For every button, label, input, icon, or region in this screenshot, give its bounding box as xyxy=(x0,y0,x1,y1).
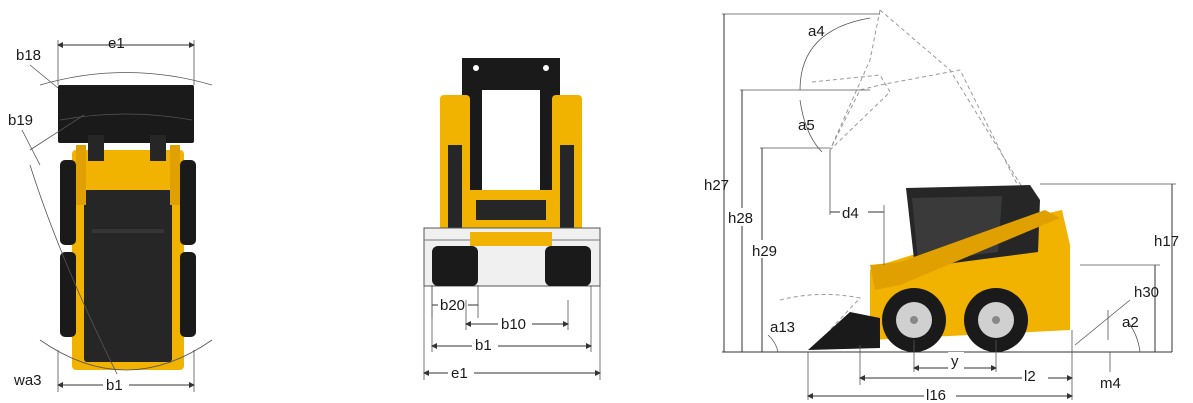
label-side-a2: a2 xyxy=(1122,314,1139,331)
label-side-d4: d4 xyxy=(842,205,859,222)
side-view-bucket xyxy=(808,312,880,350)
label-side-h28: h28 xyxy=(728,210,753,227)
label-side-h30: h30 xyxy=(1134,284,1159,301)
label-side-h17: h17 xyxy=(1154,233,1179,250)
label-front-b1: b1 xyxy=(475,337,492,354)
front-view-rops xyxy=(462,58,560,200)
label-top-wa3: wa3 xyxy=(13,372,42,389)
label-side-a4: a4 xyxy=(808,23,825,40)
side-view-front-wheel xyxy=(882,288,946,352)
label-side-l16: l16 xyxy=(926,387,946,403)
side-view: h27 h28 h29 a4 a5 d4 h17 h30 a2 xyxy=(704,9,1179,403)
label-side-y: y xyxy=(951,353,959,370)
label-top-b18: b18 xyxy=(16,47,41,64)
label-top-e1: e1 xyxy=(108,35,125,52)
label-front-b20: b20 xyxy=(440,297,465,314)
label-side-a13: a13 xyxy=(770,319,795,336)
side-view-rear-wheel xyxy=(964,288,1028,352)
label-top-b19: b19 xyxy=(8,112,33,129)
label-front-b10: b10 xyxy=(501,316,526,333)
top-view: e1 b18 b19 wa3 b1 xyxy=(8,35,213,394)
label-side-h29: h29 xyxy=(752,243,777,260)
label-side-m4: m4 xyxy=(1100,375,1121,392)
label-top-b1: b1 xyxy=(106,377,123,394)
label-side-l2: l2 xyxy=(1024,368,1036,385)
label-side-a5: a5 xyxy=(798,117,815,134)
label-side-h27: h27 xyxy=(704,177,729,194)
label-front-e1: e1 xyxy=(451,365,468,382)
top-view-cab xyxy=(84,190,172,362)
front-view: b20 b10 b1 e1 xyxy=(423,58,601,382)
